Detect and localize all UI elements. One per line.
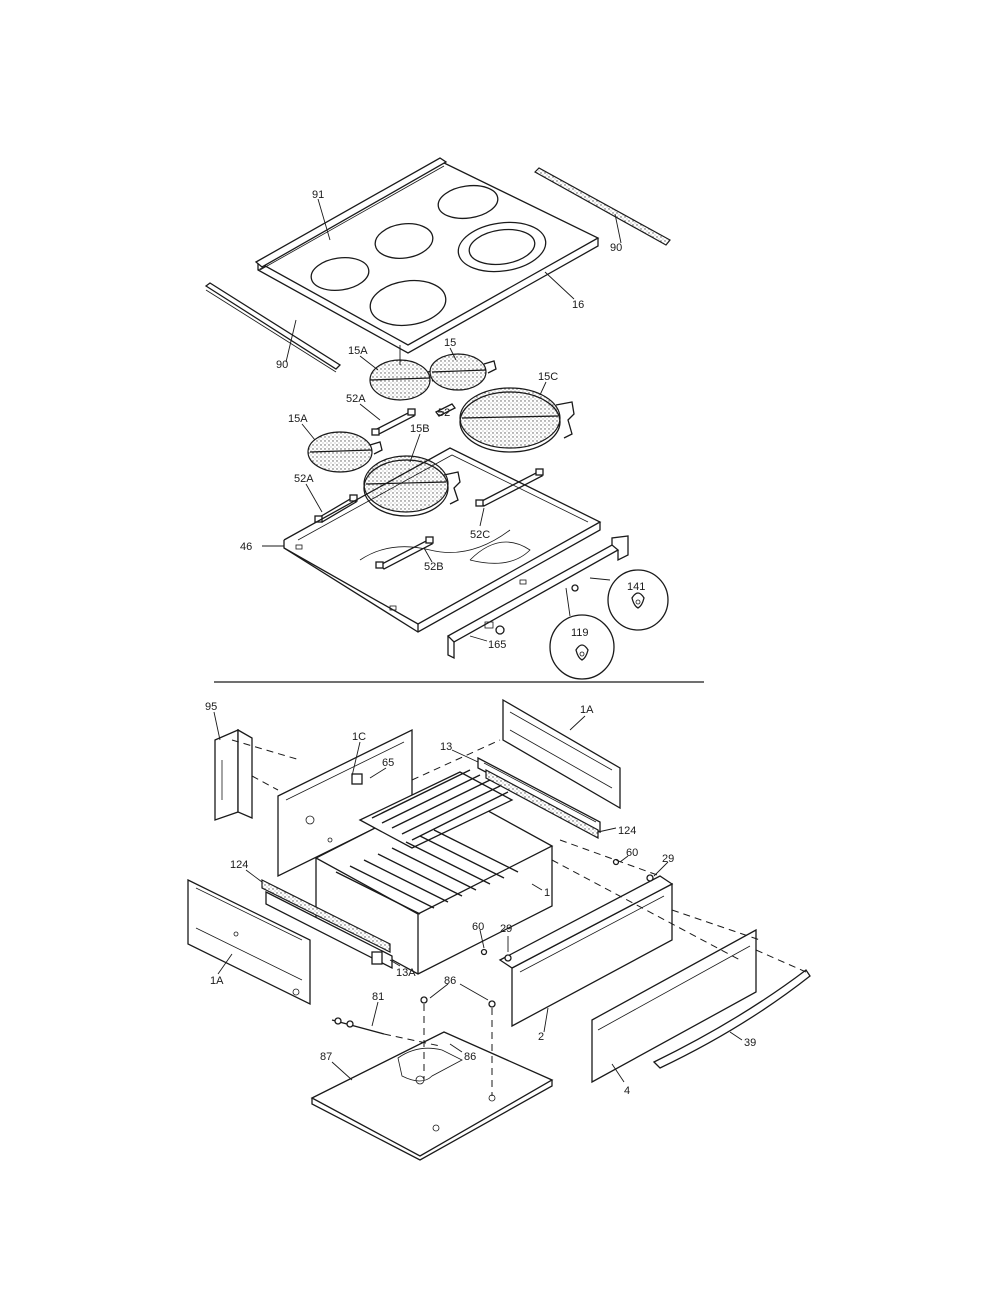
callout-86-upper: 86 (444, 975, 456, 987)
bracket-52C (475, 468, 544, 507)
detail-callout-119 (549, 614, 615, 680)
callout-87: 87 (320, 1051, 332, 1063)
glass-cooktop-part-16 (256, 159, 600, 354)
callout-52: 52 (438, 407, 450, 419)
callout-90-right: 90 (610, 242, 622, 254)
callout-119: 119 (571, 627, 589, 639)
radiant-element-15 (429, 353, 497, 391)
radiant-element-15C (459, 387, 575, 453)
callout-165: 165 (488, 639, 506, 651)
callout-90-left: 90 (276, 359, 288, 371)
callout-4: 4 (624, 1085, 630, 1097)
callout-81: 81 (372, 991, 384, 1003)
callout-1: 1 (544, 887, 550, 899)
callout-39: 39 (744, 1037, 756, 1049)
callout-15C: 15C (538, 371, 558, 383)
callout-13: 13 (440, 741, 452, 753)
callout-2: 2 (538, 1031, 544, 1043)
callout-60-right: 60 (626, 847, 638, 859)
fastener-86-a (420, 996, 428, 1004)
callout-124-right: 124 (618, 825, 636, 837)
rod-part-81 (331, 1017, 385, 1035)
fastener-60-right (612, 858, 620, 866)
callout-86-lower: 86 (464, 1051, 476, 1063)
callout-1A-right: 1A (580, 704, 594, 716)
callout-95: 95 (205, 701, 217, 713)
detail-callout-141 (607, 569, 669, 631)
cooktop-assembly (204, 157, 671, 680)
callout-52A-upper: 52A (346, 393, 366, 405)
bracket-52 (435, 403, 456, 417)
callout-15A-upper: 15A (348, 345, 368, 357)
callout-29-right: 29 (662, 853, 674, 865)
fastener-29-lower (504, 954, 512, 962)
callout-1C: 1C (352, 731, 366, 743)
callout-1A-left: 1A (210, 975, 224, 987)
bracket-part-95 (214, 728, 253, 821)
trim-strip-part-91 (254, 157, 448, 271)
bracket-52B (375, 536, 434, 570)
fastener-29-right (646, 874, 654, 882)
callout-15B: 15B (410, 423, 430, 435)
callout-52B: 52B (424, 561, 444, 573)
radiant-element-15A-upper (369, 359, 441, 401)
drawer-outer-panel-part-4 (591, 928, 757, 1084)
side-panel-part-1C (277, 728, 413, 878)
bracket-52A-upper (371, 408, 416, 436)
callout-46: 46 (240, 541, 252, 553)
callout-29-lower: 29 (500, 923, 512, 935)
trim-strip-part-90-right (534, 167, 671, 246)
drawer-front-part-2 (498, 875, 674, 1028)
slide-rail-part-124-left (261, 879, 391, 953)
callout-15: 15 (444, 337, 456, 349)
bottom-plate-part-87 (310, 1031, 554, 1161)
radiant-element-15A-lower (307, 431, 383, 473)
callout-60-lower: 60 (472, 921, 484, 933)
drawer-assembly (187, 698, 811, 1161)
fastener-86-b (488, 1000, 496, 1008)
radiant-element-15B (363, 455, 461, 517)
callout-15A-lower: 15A (288, 413, 308, 425)
cooktop-pan-part-46 (283, 447, 602, 633)
slide-rail-part-13A (265, 890, 393, 970)
drawer-body-part-1 (314, 769, 554, 975)
bracket-52A-lower (314, 494, 358, 523)
callout-16: 16 (572, 299, 584, 311)
fastener-60-lower (480, 948, 488, 956)
trim-strip-part-90-left (204, 282, 342, 373)
side-panel-part-1A-right (502, 698, 621, 810)
slide-rail-part-124-right (485, 768, 599, 840)
callout-52A-lower: 52A (294, 473, 314, 485)
callout-13A: 13A (396, 967, 416, 979)
callout-65: 65 (382, 757, 394, 769)
control-bracket-part-165 (446, 535, 629, 660)
side-panel-part-1A-left (187, 878, 311, 1006)
callout-124-left: 124 (230, 859, 248, 871)
drawer-handle-part-39 (652, 969, 811, 1069)
callout-91: 91 (312, 189, 324, 201)
callout-141: 141 (627, 581, 645, 593)
callout-52C: 52C (470, 529, 490, 541)
